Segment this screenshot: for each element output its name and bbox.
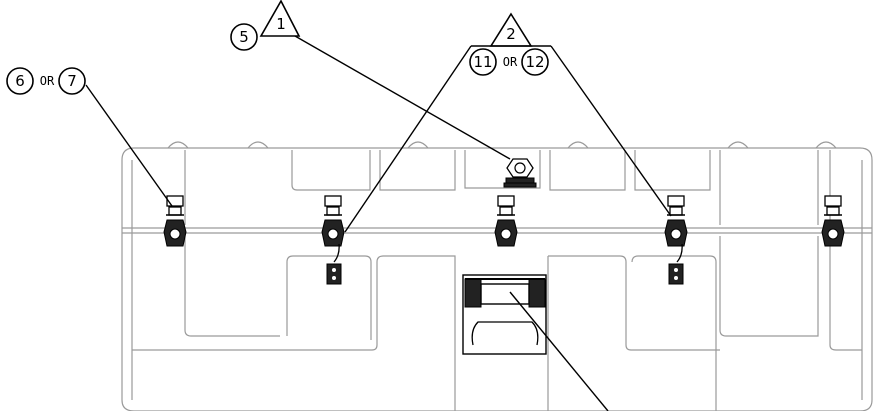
callout-1-label: 1 [276,15,286,33]
latch-2 [321,195,345,247]
callout-5-label: 5 [239,28,249,46]
latch-4 [664,195,688,247]
callout-6-or-7: 6 OR 7 [6,67,86,95]
latch-5 [821,195,845,247]
callout-5-and-1: 5 1 [230,0,301,51]
callout-11-label: 11 [473,53,492,71]
latch-1 [163,195,187,247]
carry-handle [462,274,547,355]
pressure-relief-valve [503,158,537,188]
callout-7-label: 7 [67,72,77,90]
callout-2-label: 2 [506,25,516,43]
latch-3 [494,195,518,247]
callout-or-label-b: OR [503,55,518,69]
callout-6-label: 6 [15,72,25,90]
case-outline [121,141,873,411]
callout-or-label-a: OR [40,74,55,88]
callout-12-label: 12 [525,53,544,71]
padlock-tab-right [668,243,684,285]
callout-2-11-or-12: 2 11 OR 12 [469,12,551,76]
leader-lines [85,35,672,411]
padlock-tab-left [326,243,342,285]
